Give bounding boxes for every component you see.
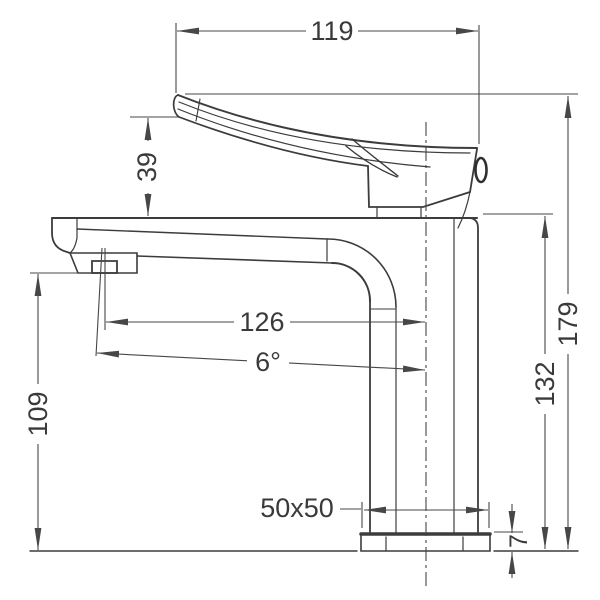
dim-label-overall-height: 179 [553, 301, 583, 346]
dimension-base-plate: 50x50 [260, 493, 490, 528]
dim-label-handle-rise: 39 [132, 152, 162, 182]
dimensions: 119 39 109 126 [23, 16, 583, 578]
dim-label-spout-angle: 6° [255, 347, 281, 377]
aerator [68, 252, 138, 274]
dim-label-base-plate: 50x50 [260, 493, 334, 523]
dimension-handle-rise: 39 [130, 116, 180, 216]
dimension-spout-angle: 6° [95, 247, 426, 377]
handle-lever [172, 94, 478, 168]
dimension-outlet-height: 109 [23, 272, 92, 550]
dim-label-base-thickness: 7 [505, 534, 533, 548]
spout-and-column [51, 217, 479, 535]
dim-label-spout-reach: 126 [239, 307, 284, 337]
dimension-top-width: 119 [175, 16, 480, 144]
handle-knob [474, 156, 488, 184]
dimension-base-thickness: 7 [494, 504, 533, 578]
dimension-spout-reach: 126 [104, 248, 425, 337]
handle-base [345, 138, 488, 229]
dim-label-outlet-height: 109 [23, 391, 53, 436]
faucet-outline [29, 94, 579, 552]
dim-label-top-width: 119 [310, 16, 353, 46]
dimension-overall-height: 179 [185, 93, 583, 549]
dimension-body-height: 132 [483, 213, 560, 549]
dim-label-body-height: 132 [530, 361, 560, 406]
